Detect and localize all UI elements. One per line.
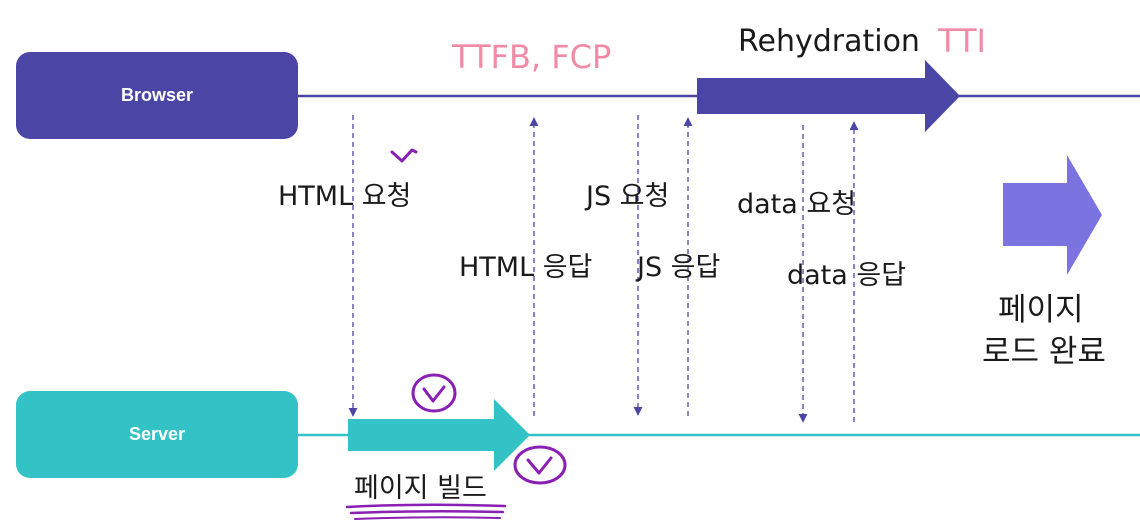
rehydration-arrow xyxy=(697,60,960,132)
server-lane-label: Server xyxy=(128,424,186,444)
browser-lane-box: Browser xyxy=(16,52,298,139)
page-load-label-line1: 페이지 xyxy=(998,292,1084,328)
checkmark-annotation xyxy=(390,148,418,163)
underline-annotation xyxy=(345,503,507,520)
server-lane-box: Server xyxy=(16,391,298,478)
data-request-label: data 요청 xyxy=(737,189,857,220)
js-request-label: JS 요청 xyxy=(586,181,670,212)
circled-check-annotation-2 xyxy=(513,445,567,485)
circled-check-annotation-1 xyxy=(411,373,457,413)
browser-lane-label: Browser xyxy=(120,85,194,105)
ttfb-fcp-label: TTFB, FCP xyxy=(452,38,612,76)
data-response-label: data 응답 xyxy=(787,260,907,291)
page-build-label: 페이지 빌드 xyxy=(354,473,487,504)
html-response-label: HTML 응답 xyxy=(459,252,593,283)
js-response-label: JS 응답 xyxy=(637,252,721,283)
html-request-label: HTML 요청 xyxy=(278,181,412,212)
rehydration-label: Rehydration xyxy=(738,24,920,59)
page-load-label-line2: 로드 완료 xyxy=(982,334,1106,370)
page-build-arrow xyxy=(348,399,530,471)
page-load-arrow xyxy=(1003,155,1102,275)
tti-label: TTI xyxy=(938,22,986,60)
